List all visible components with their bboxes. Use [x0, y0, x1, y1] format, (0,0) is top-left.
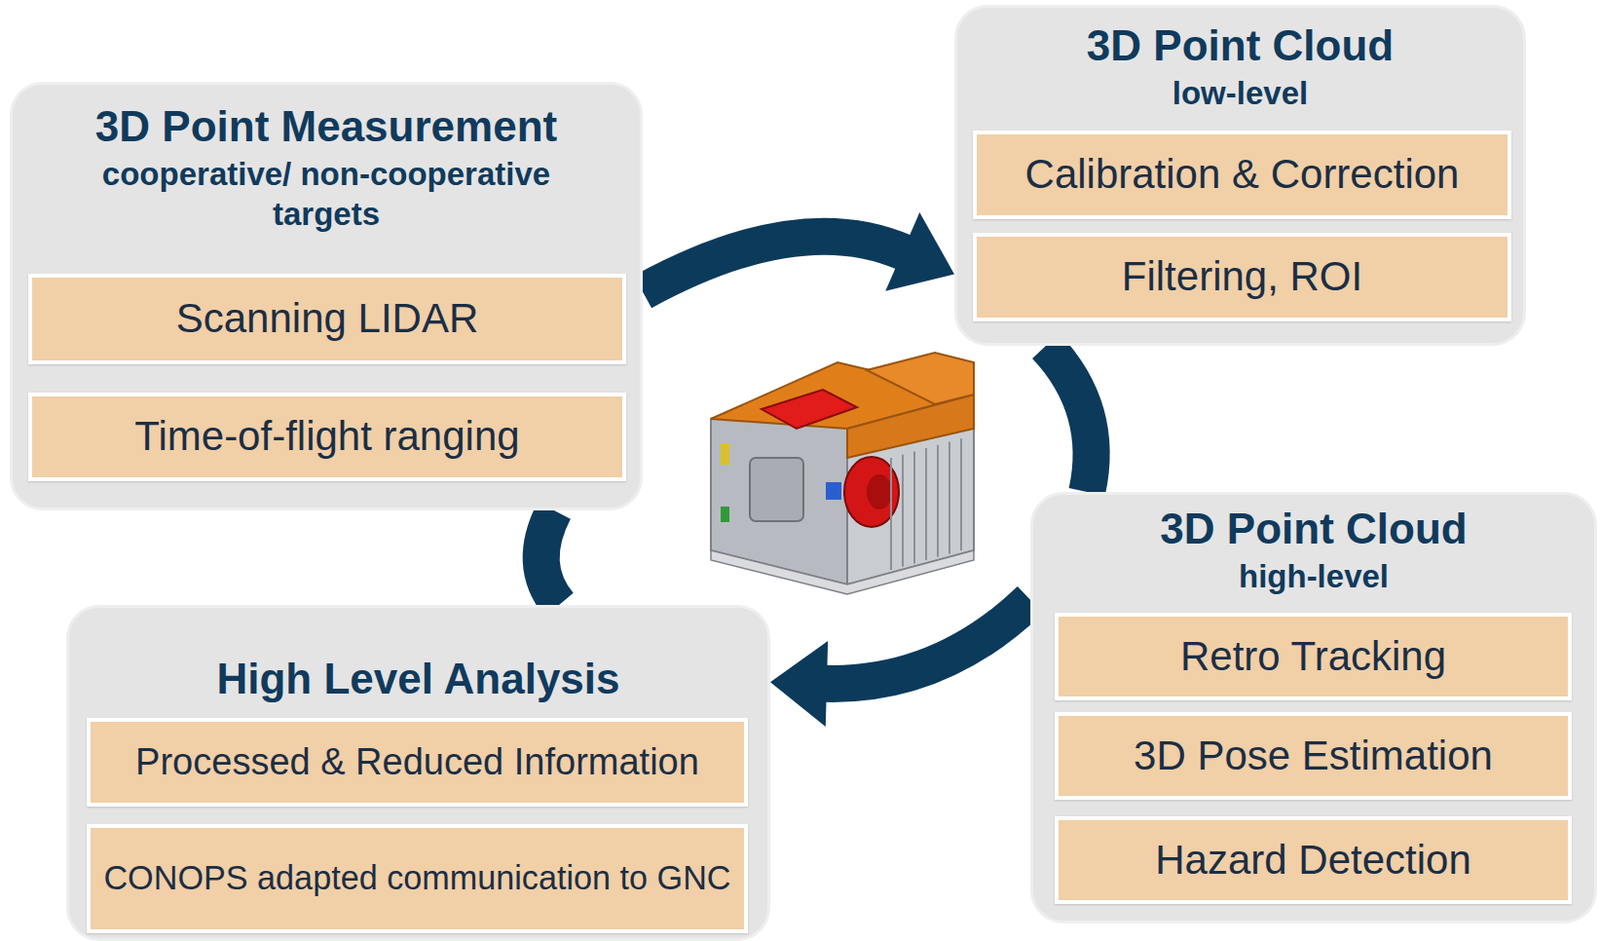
box-label: Calibration & Correction: [1015, 150, 1470, 198]
group-panel: 3D Point Cloudlow-levelCalibration & Cor…: [954, 4, 1526, 346]
cycle-arrow: [541, 510, 559, 605]
process-box: Scanning LIDAR: [28, 273, 627, 365]
process-box: Hazard Detection: [1054, 816, 1572, 904]
box-label: Filtering, ROI: [1112, 253, 1373, 300]
process-box: Calibration & Correction: [972, 130, 1512, 220]
box-label: Scanning LIDAR: [166, 295, 489, 342]
cycle-arrow: [770, 599, 1031, 727]
process-box: Retro Tracking: [1054, 612, 1572, 701]
group-title: 3D Point Cloud: [1033, 504, 1595, 555]
cycle-arc: [541, 510, 559, 605]
process-box: CONOPS adapted communication to GNC: [86, 823, 748, 933]
process-box: Processed & Reduced Information: [86, 717, 748, 807]
box-label: 3D Pose Estimation: [1123, 732, 1503, 780]
group-panel: 3D Point Measurementcooperative/ non-coo…: [9, 81, 643, 511]
group-heading: 3D Point Cloudlow-level: [957, 21, 1524, 113]
arrow-head: [770, 640, 828, 727]
group-heading: 3D Point Measurementcooperative/ non-coo…: [12, 102, 640, 234]
cycle-arrow: [1045, 345, 1092, 492]
group-title: 3D Point Cloud: [957, 21, 1524, 72]
group-title: 3D Point Measurement: [12, 102, 640, 152]
process-box: Filtering, ROI: [972, 232, 1512, 322]
process-box: Time-of-flight ranging: [28, 392, 627, 482]
group-heading: High Level Analysis: [69, 654, 768, 705]
group-subtitle: high-level: [1084, 556, 1543, 596]
box-label: Hazard Detection: [1145, 836, 1482, 884]
device-body: [710, 352, 974, 595]
cycle-arrow: [642, 212, 955, 293]
group-subtitle: cooperative/ non-cooperative targets: [97, 153, 556, 235]
box-label: Processed & Reduced Information: [125, 741, 709, 784]
group-panel: 3D Point Cloudhigh-levelRetro Tracking 3D…: [1030, 491, 1598, 924]
group-panel: High Level AnalysisProcessed & Reduced I…: [66, 604, 771, 941]
device-fins: [891, 438, 962, 570]
box-label: CONOPS adapted communication to GNC: [93, 858, 741, 897]
group-subtitle: low-level: [1011, 73, 1470, 113]
process-box: 3D Pose Estimation: [1054, 711, 1572, 800]
group-heading: 3D Point Cloudhigh-level: [1033, 504, 1595, 596]
box-label: Retro Tracking: [1170, 632, 1456, 680]
arrow-head: [885, 212, 955, 292]
group-title: High Level Analysis: [69, 654, 768, 705]
cycle-arc: [1045, 345, 1092, 492]
cycle-arc: [824, 599, 1031, 684]
box-label: Time-of-flight ranging: [124, 412, 529, 460]
cycle-arc: [642, 236, 905, 293]
